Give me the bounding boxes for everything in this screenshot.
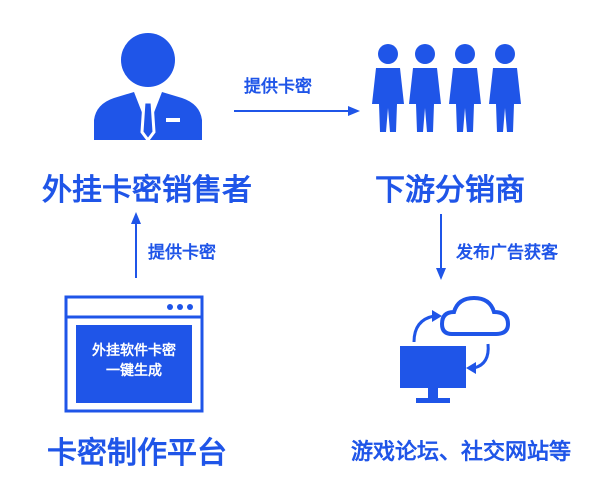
arrow-seller-to-distributor <box>234 106 360 116</box>
platform-panel-line1: 外挂软件卡密 <box>92 343 176 359</box>
platform-label: 卡密制作平台 <box>47 436 227 471</box>
edge-label-seller-to-distributor: 提供卡密 <box>244 77 312 97</box>
software-window-icon <box>64 295 204 413</box>
edge-label-platform-to-seller: 提供卡密 <box>148 243 216 263</box>
platform-panel-line2: 一键生成 <box>106 363 162 379</box>
businessman-icon <box>94 33 202 143</box>
edge-label-distributor-to-channels: 发布广告获客 <box>456 243 558 263</box>
group-of-people-icon <box>372 44 521 132</box>
platform-panel-text: 外挂软件卡密 一键生成 <box>76 341 192 381</box>
distributor-label: 下游分销商 <box>375 173 525 208</box>
arrow-platform-to-seller <box>131 212 141 278</box>
seller-label: 外挂卡密销售者 <box>42 173 252 208</box>
channels-label: 游戏论坛、社交网站等 <box>350 440 571 465</box>
cloud-computer-sync-icon <box>400 295 511 403</box>
arrow-distributor-to-channels <box>436 214 446 280</box>
